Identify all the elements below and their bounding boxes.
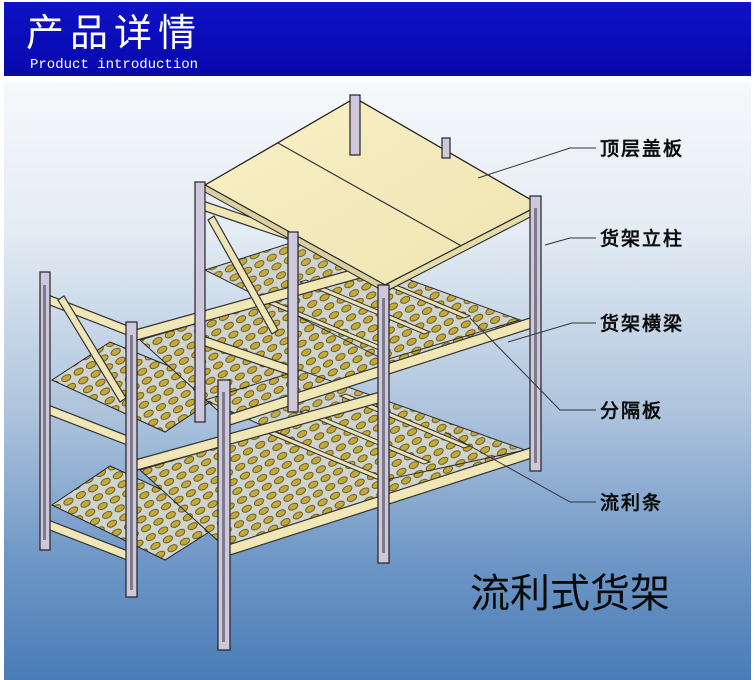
leader-beam (507, 322, 596, 343)
callout-divider-label: 分隔板 (600, 399, 663, 422)
callout-upright-label: 货架立柱 (600, 227, 684, 250)
header-banner: 产品详情 Product introduction (4, 2, 751, 73)
frame-braces (57, 215, 279, 403)
callout-flow-rail-label: 流利条 (600, 491, 663, 514)
callout-labels: 顶层盖板 货架立柱 货架横梁 分隔板 流利条 (600, 137, 684, 514)
callout-leaders (444, 147, 596, 503)
product-name: 流利式货架 (470, 571, 670, 617)
callout-top-cover-label: 顶层盖板 (600, 137, 684, 160)
leader-top-cover (477, 147, 596, 179)
deck-back-upper (203, 239, 522, 361)
header-title: 产品详情 (26, 11, 203, 55)
upright-holes (43, 208, 537, 642)
leader-divider (469, 317, 596, 411)
leader-upright (544, 237, 596, 246)
header-subtitle: Product introduction (30, 57, 199, 73)
callout-beam-label: 货架横梁 (600, 312, 684, 335)
header-underline (4, 72, 751, 76)
leader-flow-rail (444, 431, 596, 503)
